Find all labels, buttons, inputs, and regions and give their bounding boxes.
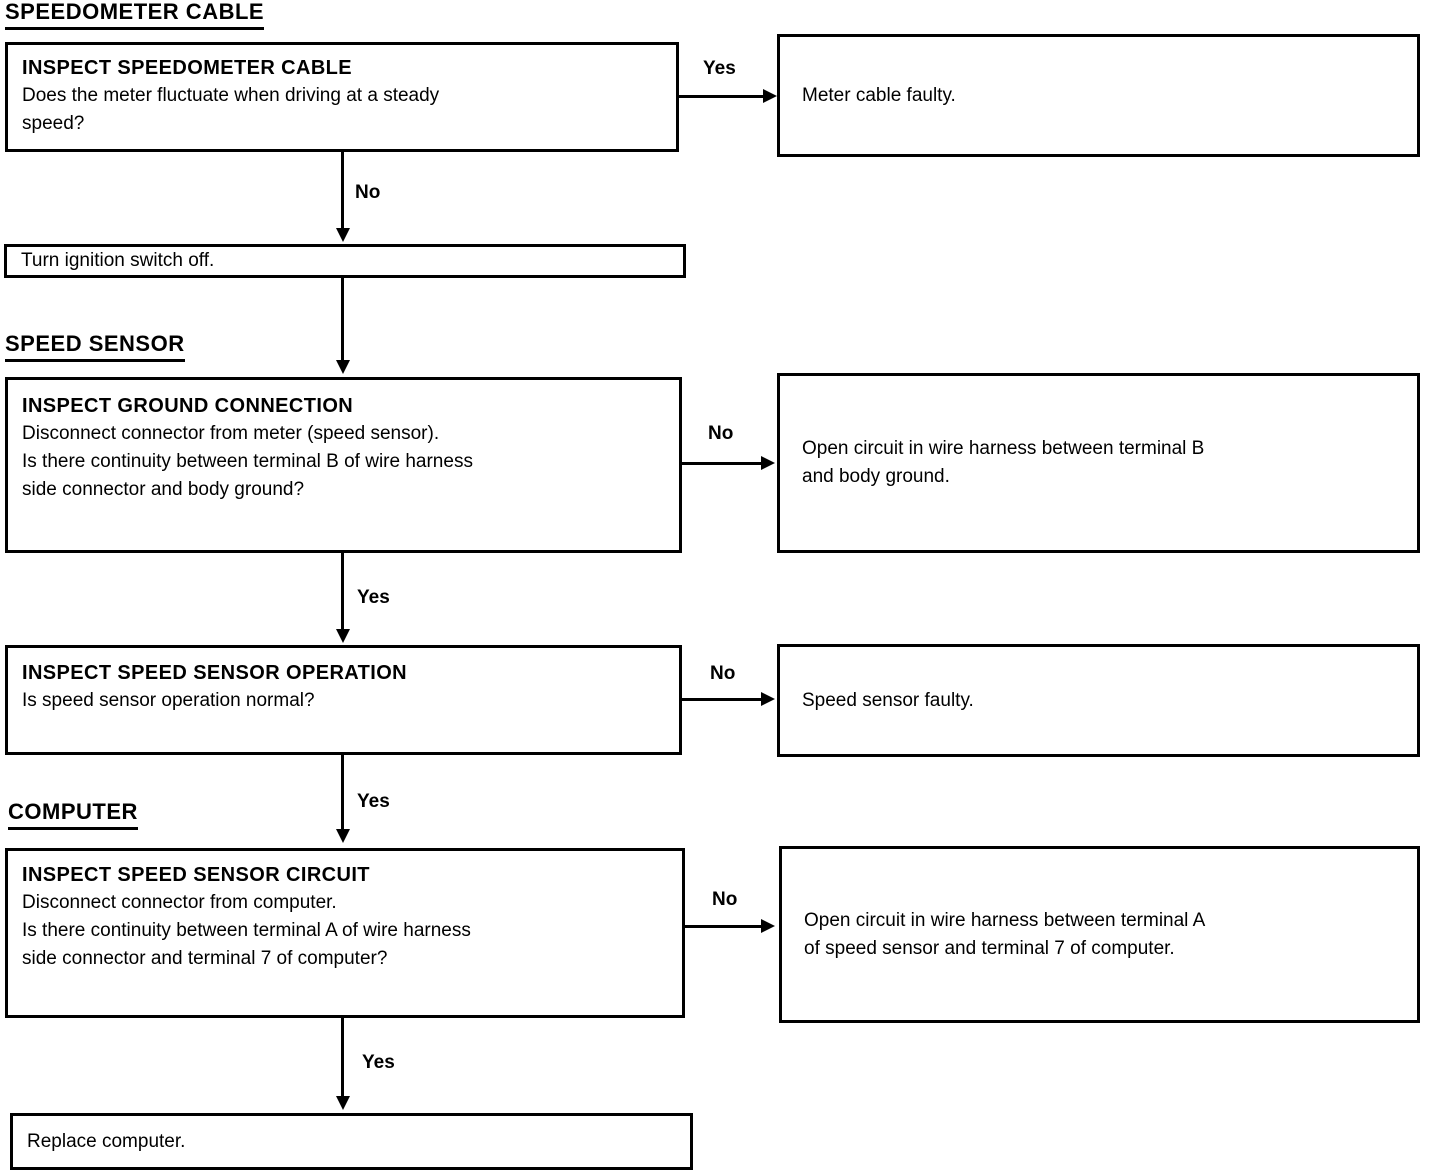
box-line-2: of speed sensor and terminal 7 of comput… (804, 937, 1175, 959)
section-heading-speedometer-cable: SPEEDOMETER CABLE (5, 0, 265, 30)
section-heading-speed-sensor: SPEED SENSOR (5, 331, 185, 362)
edge-label-circuit-yes: Yes (362, 1052, 395, 1073)
box-meter-cable-faulty[interactable]: Meter cable faulty. (777, 34, 1420, 157)
connector-operation-no-line (682, 698, 767, 701)
edge-label-operation-yes: Yes (357, 791, 390, 812)
connector-circuit-no-arrow-icon (761, 919, 775, 933)
connector-circuit-yes-arrow-icon (336, 1096, 350, 1110)
edge-label-ground-yes: Yes (357, 587, 390, 608)
section-heading-computer: COMPUTER (8, 799, 138, 830)
connector-cable-no-arrow-icon (336, 228, 350, 242)
box-open-circuit-terminal-b[interactable]: Open circuit in wire harness between ter… (777, 373, 1420, 553)
box-replace-computer[interactable]: Replace computer. (10, 1113, 693, 1170)
connector-operation-no-arrow-icon (761, 692, 775, 706)
box-line-1: Disconnect connector from meter (speed s… (22, 423, 440, 444)
edge-label-operation-no: No (710, 663, 736, 684)
box-line-1: Is speed sensor operation normal? (22, 690, 315, 711)
box-line-2: Is there continuity between terminal B o… (22, 451, 473, 472)
connector-ignition-to-ground-arrow-icon (336, 360, 350, 374)
box-content: INSPECT SPEEDOMETER CABLE Does the meter… (22, 54, 666, 138)
box-open-circuit-terminal-a[interactable]: Open circuit in wire harness between ter… (779, 846, 1420, 1023)
box-content: INSPECT GROUND CONNECTION Disconnect con… (22, 392, 669, 504)
connector-ground-no-arrow-icon (761, 456, 775, 470)
box-line-1: Meter cable faulty. (802, 84, 956, 106)
box-line-1: Turn ignition switch off. (21, 250, 215, 271)
edge-label-cable-no: No (355, 182, 381, 203)
box-line-1: Open circuit in wire harness between ter… (802, 438, 1205, 459)
box-content: Open circuit in wire harness between ter… (802, 435, 1407, 491)
connector-cable-yes-arrow-icon (763, 89, 777, 103)
connector-operation-yes-arrow-icon (336, 829, 350, 843)
box-content: Replace computer. (27, 1130, 680, 1154)
box-content: Speed sensor faulty. (802, 687, 1407, 715)
box-line-1: Disconnect connector from computer. (22, 892, 337, 913)
box-inspect-ground-connection[interactable]: INSPECT GROUND CONNECTION Disconnect con… (5, 377, 682, 553)
box-line-1: Replace computer. (27, 1130, 186, 1152)
box-content: Turn ignition switch off. (21, 249, 673, 273)
connector-cable-yes-line (679, 95, 767, 98)
connector-circuit-yes-line (341, 1018, 344, 1098)
box-title: INSPECT GROUND CONNECTION (22, 395, 354, 417)
box-inspect-speedometer-cable[interactable]: INSPECT SPEEDOMETER CABLE Does the meter… (5, 42, 679, 152)
box-line-3: side connector and terminal 7 of compute… (22, 948, 388, 969)
box-turn-ignition-switch-off[interactable]: Turn ignition switch off. (4, 244, 686, 278)
box-line-1: Does the meter fluctuate when driving at… (22, 85, 440, 106)
connector-ignition-to-ground-line (341, 278, 344, 362)
box-title: INSPECT SPEED SENSOR OPERATION (22, 662, 408, 684)
connector-ground-no-line (682, 462, 767, 465)
edge-label-ground-no: No (708, 423, 734, 444)
connector-cable-no-line (341, 152, 344, 230)
connector-operation-yes-line (341, 755, 344, 831)
box-content: Open circuit in wire harness between ter… (804, 907, 1407, 963)
box-line-2: Is there continuity between terminal A o… (22, 920, 471, 941)
box-line-3: side connector and body ground? (22, 479, 305, 500)
box-line-2: and body ground. (802, 466, 950, 487)
box-line-1: Speed sensor faulty. (802, 689, 974, 711)
box-content: INSPECT SPEED SENSOR OPERATION Is speed … (22, 659, 669, 715)
box-content: INSPECT SPEED SENSOR CIRCUIT Disconnect … (22, 861, 672, 973)
edge-label-cable-yes: Yes (703, 58, 736, 79)
connector-circuit-no-line (685, 925, 767, 928)
box-inspect-speed-sensor-operation[interactable]: INSPECT SPEED SENSOR OPERATION Is speed … (5, 645, 682, 755)
connector-ground-yes-line (341, 553, 344, 631)
box-inspect-speed-sensor-circuit[interactable]: INSPECT SPEED SENSOR CIRCUIT Disconnect … (5, 848, 685, 1018)
box-speed-sensor-faulty[interactable]: Speed sensor faulty. (777, 644, 1420, 757)
edge-label-circuit-no: No (712, 889, 738, 910)
box-title: INSPECT SPEED SENSOR CIRCUIT (22, 864, 370, 886)
box-title: INSPECT SPEEDOMETER CABLE (22, 57, 353, 79)
box-content: Meter cable faulty. (802, 82, 1407, 110)
box-line-2: speed? (22, 113, 85, 134)
connector-ground-yes-arrow-icon (336, 629, 350, 643)
box-line-1: Open circuit in wire harness between ter… (804, 909, 1206, 931)
